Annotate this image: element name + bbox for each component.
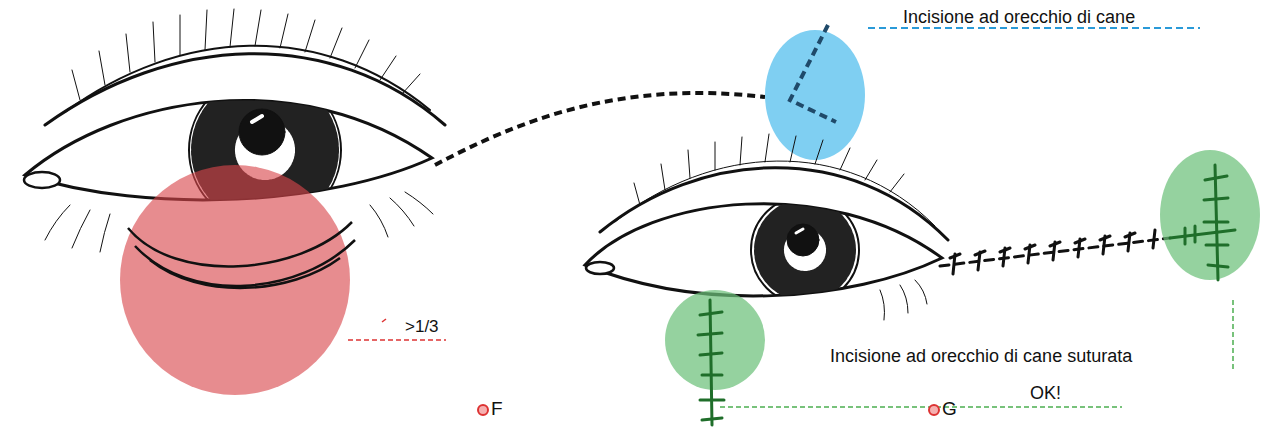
lesion-circle — [120, 165, 350, 395]
suture-line — [940, 230, 1170, 274]
point-marker — [478, 405, 488, 415]
callout-label: Incisione ad orecchio di cane suturata — [830, 345, 1132, 367]
lower-lid-sag — [128, 222, 355, 288]
dog-ear-incision — [790, 25, 836, 122]
right-eye — [585, 134, 948, 320]
leader-line — [1232, 300, 1234, 372]
leader-line — [720, 406, 1122, 408]
leader-line — [348, 339, 446, 341]
point-label: F — [491, 398, 503, 420]
leader-line — [868, 27, 1200, 29]
point-label: G — [942, 398, 957, 420]
dimension-label: >1/3 — [405, 316, 439, 338]
leader-tick — [382, 319, 386, 322]
point-marker — [929, 405, 939, 415]
callout-label: Incisione ad orecchio di cane — [903, 6, 1135, 28]
green-sutures — [698, 165, 1235, 425]
callout-label: OK! — [1030, 382, 1061, 404]
sutured-dog-ear — [1160, 150, 1260, 280]
